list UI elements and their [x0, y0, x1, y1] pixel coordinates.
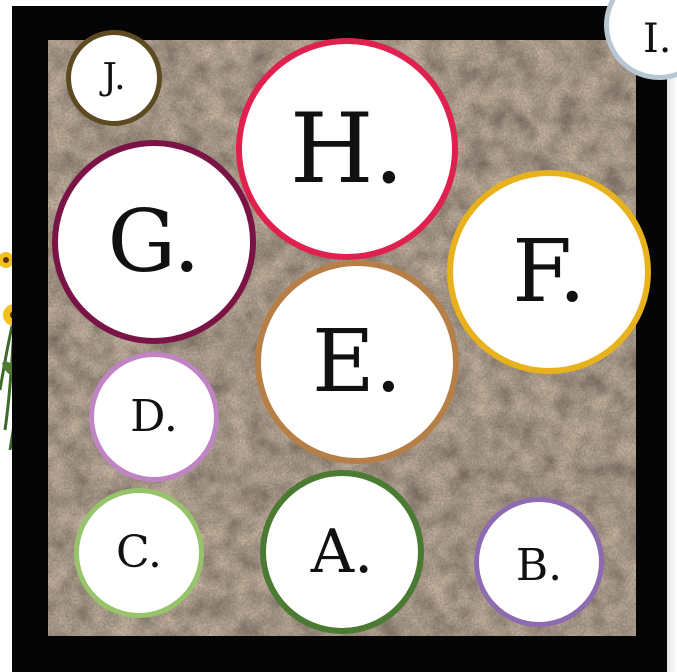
plot-circle-f: F. [447, 170, 651, 374]
plot-circle-g: G. [52, 140, 256, 344]
plot-label-e: E. [312, 319, 402, 405]
plot-label-c: C. [116, 531, 162, 575]
plot-circle-j: J. [66, 30, 162, 126]
plot-label-b: B. [516, 544, 562, 588]
plot-label-g: G. [108, 199, 201, 285]
plot-label-h: H. [290, 101, 404, 197]
plot-label-j: J. [102, 60, 125, 96]
plot-label-i: I. [643, 19, 672, 59]
plot-label-a: A. [311, 522, 373, 582]
plot-circle-c: C. [74, 488, 204, 618]
plot-label-f: F. [512, 229, 586, 315]
plot-circle-h: H. [236, 38, 458, 260]
plot-label-d: D. [130, 395, 178, 439]
plot-circle-a: A. [260, 470, 424, 634]
plot-circle-d: D. [89, 352, 219, 482]
plot-circle-e: E. [255, 260, 459, 464]
plot-circle-b: B. [474, 497, 604, 627]
